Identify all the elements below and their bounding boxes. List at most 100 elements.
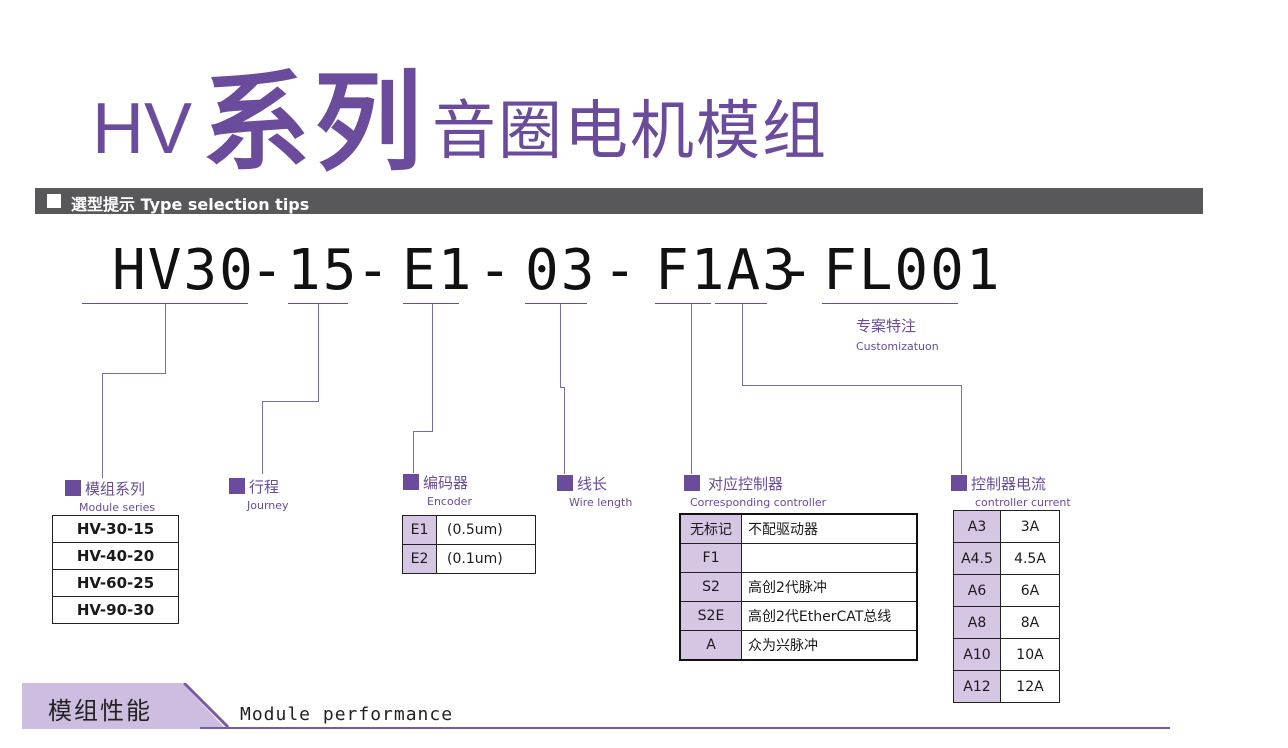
label-module-zh: 模组系列 xyxy=(85,480,146,498)
square-icon xyxy=(65,480,81,496)
code-dash: - xyxy=(780,238,816,303)
table-cell-code: A xyxy=(679,630,742,661)
label-journey: 行程 Journey xyxy=(229,476,289,512)
connector xyxy=(262,401,263,474)
label-custom-zh: 专案特注 xyxy=(856,317,917,335)
table-cell-code: A6 xyxy=(953,574,1001,607)
section-bar: 選型提示 Type selection tips xyxy=(35,188,1203,214)
table-cell-value: 众为兴脉冲 xyxy=(741,630,918,661)
connector xyxy=(564,387,565,474)
label-current: 控制器电流 controller current xyxy=(951,473,1071,509)
performance-subtitle: Module performance xyxy=(240,704,454,725)
table-cell-value: 4.5A xyxy=(1000,542,1060,575)
label-controller-en: Corresponding controller xyxy=(690,496,827,509)
table-cell: HV-90-30 xyxy=(52,596,179,624)
label-encoder-en: Encoder xyxy=(427,495,472,508)
code-segment-journey: 15 xyxy=(287,238,359,303)
label-wire-en: Wire length xyxy=(569,496,633,509)
table-cell: HV-60-25 xyxy=(52,569,179,597)
code-dash: - xyxy=(478,238,514,303)
table-cell-value: 6A xyxy=(1000,574,1060,607)
underline xyxy=(525,303,587,304)
table-cell-value: 高创2代EtherCAT总线 xyxy=(741,601,918,631)
label-controller-zh: 对应控制器 xyxy=(708,475,784,493)
performance-tab-shape xyxy=(22,683,230,729)
square-icon xyxy=(403,474,419,490)
connector xyxy=(413,431,414,473)
label-custom-en: Customizatuon xyxy=(856,340,939,353)
label-current-zh: 控制器电流 xyxy=(971,475,1047,493)
connector xyxy=(742,385,962,386)
title-series: 系列 xyxy=(202,61,427,186)
table-cell-code: A4.5 xyxy=(953,542,1001,575)
table-cell-value: 不配驱动器 xyxy=(741,513,918,544)
table-cell: HV-30-15 xyxy=(52,515,179,543)
label-controller: 对应控制器 Corresponding controller xyxy=(684,473,826,509)
table-cell-code: E2 xyxy=(402,544,437,574)
underline xyxy=(82,303,248,304)
connector xyxy=(691,304,692,474)
connector xyxy=(432,304,433,432)
square-icon xyxy=(229,478,245,494)
connector xyxy=(165,304,166,374)
table-cell-code: S2E xyxy=(679,601,742,631)
label-encoder: 编码器 Encoder xyxy=(403,472,472,508)
connector xyxy=(560,387,565,388)
table-encoder: E1 (0.5um) E2 (0.1um) xyxy=(402,515,536,574)
performance-tab: 模组性能 xyxy=(22,683,232,729)
underline xyxy=(288,303,348,304)
section-label: 選型提示 Type selection tips xyxy=(71,195,310,214)
label-current-en: controller current xyxy=(975,496,1071,509)
table-cell-value xyxy=(741,543,918,573)
table-cell-code: E1 xyxy=(402,515,437,545)
underline xyxy=(715,303,767,304)
connector xyxy=(318,304,319,402)
label-encoder-zh: 编码器 xyxy=(423,474,469,492)
table-cell: HV-40-20 xyxy=(52,542,179,570)
table-module: HV-30-15 HV-40-20 HV-60-25 HV-90-30 xyxy=(52,515,179,624)
title-rest: 音圈电机模组 xyxy=(432,95,828,169)
code-segment-series: HV30 xyxy=(112,238,255,303)
table-cell-value: 高创2代脉冲 xyxy=(741,572,918,602)
table-cell-code: A10 xyxy=(953,638,1001,671)
square-icon xyxy=(557,475,573,491)
underline xyxy=(822,303,958,304)
table-cell-value: 12A xyxy=(1000,670,1060,703)
table-cell-code: A3 xyxy=(953,510,1001,543)
table-cell-value: 10A xyxy=(1000,638,1060,671)
title-hv: HV xyxy=(92,89,193,169)
square-icon xyxy=(47,194,61,208)
table-cell-code: A12 xyxy=(953,670,1001,703)
connector xyxy=(262,401,319,402)
connector xyxy=(560,304,561,388)
connector xyxy=(413,431,433,432)
table-cell-code: F1 xyxy=(679,543,742,573)
square-icon xyxy=(684,475,700,491)
code-dash: - xyxy=(603,238,639,303)
performance-title: 模组性能 xyxy=(48,697,152,725)
table-cell-code: A8 xyxy=(953,606,1001,639)
label-module-en: Module series xyxy=(79,501,156,514)
connector xyxy=(742,304,743,386)
underline xyxy=(655,303,711,304)
divider xyxy=(200,727,1170,729)
table-cell-value: 8A xyxy=(1000,606,1060,639)
label-journey-en: Journey xyxy=(247,499,289,512)
table-cell-value: 3A xyxy=(1000,510,1060,543)
code-segment-encoder: E1 xyxy=(402,238,474,303)
table-cell-code: 无标记 xyxy=(679,513,742,544)
square-icon xyxy=(951,475,967,491)
code-dash: - xyxy=(250,238,286,303)
underline xyxy=(403,303,459,304)
code-segment-controller: F1A3 xyxy=(655,238,798,303)
connector xyxy=(102,373,166,374)
table-cell-code: S2 xyxy=(679,572,742,602)
code-segment-custom: FL001 xyxy=(823,238,1002,303)
label-journey-zh: 行程 xyxy=(249,478,280,496)
label-wire-zh: 线长 xyxy=(577,475,608,493)
connector xyxy=(961,385,962,474)
label-custom: 专案特注 Customizatuon xyxy=(856,315,939,353)
table-cell-value: (0.5um) xyxy=(436,515,536,545)
